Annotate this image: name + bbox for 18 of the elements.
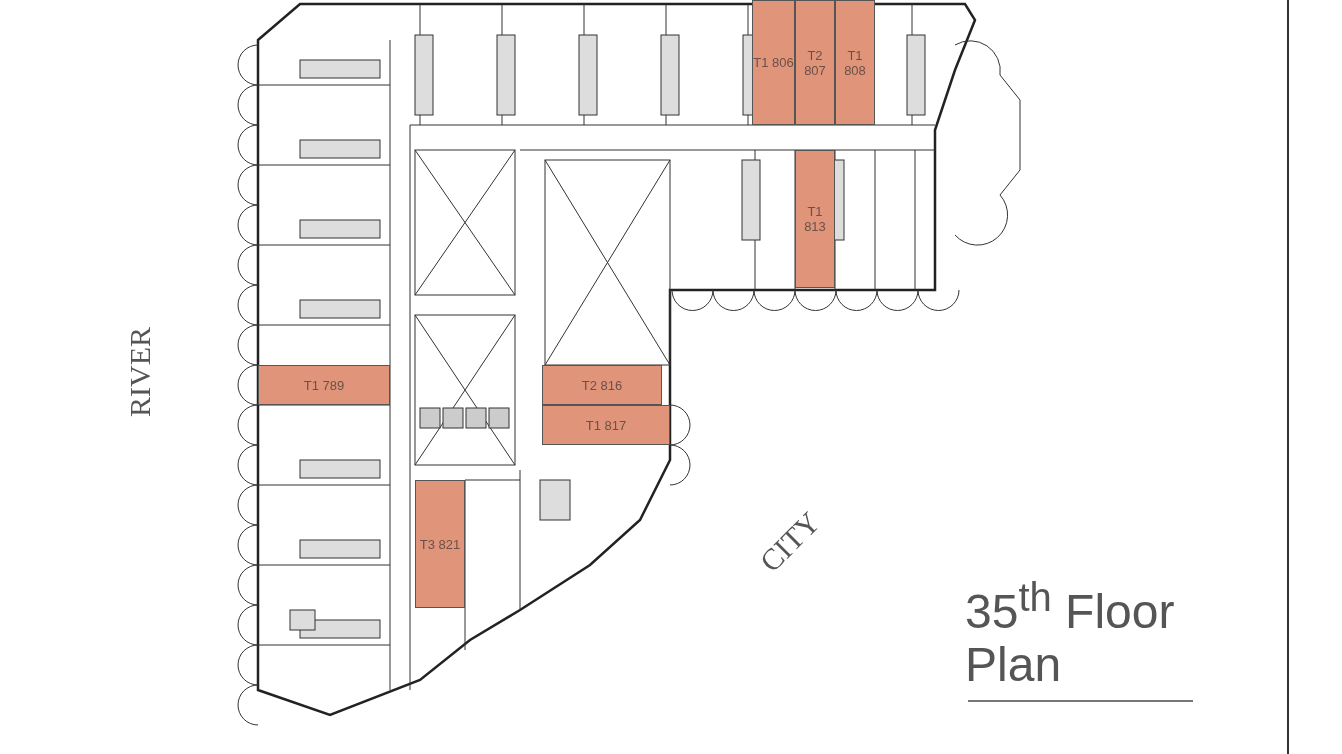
unit-label: T1 808	[843, 47, 867, 78]
unit-label: T1 813	[803, 204, 827, 234]
plan-title: 35$^{th}$ Floor Plan	[965, 575, 1176, 692]
unit-label: T2 807	[803, 47, 827, 78]
unit-area	[258, 365, 390, 405]
direction-label: RIVER	[123, 327, 157, 417]
unit-area	[835, 0, 875, 125]
unit-label: T1 789	[303, 377, 345, 393]
unit-area	[542, 365, 662, 405]
unit-area	[795, 150, 835, 288]
unit-label: T1 817	[585, 417, 627, 433]
unit-area	[795, 0, 835, 125]
unit-area	[415, 480, 465, 608]
unit-label: T2 816	[581, 377, 623, 393]
unit-label: T3 821	[419, 536, 461, 552]
unit-area	[542, 405, 670, 445]
unit-area	[752, 0, 795, 125]
unit-label: T1 806	[753, 55, 794, 70]
